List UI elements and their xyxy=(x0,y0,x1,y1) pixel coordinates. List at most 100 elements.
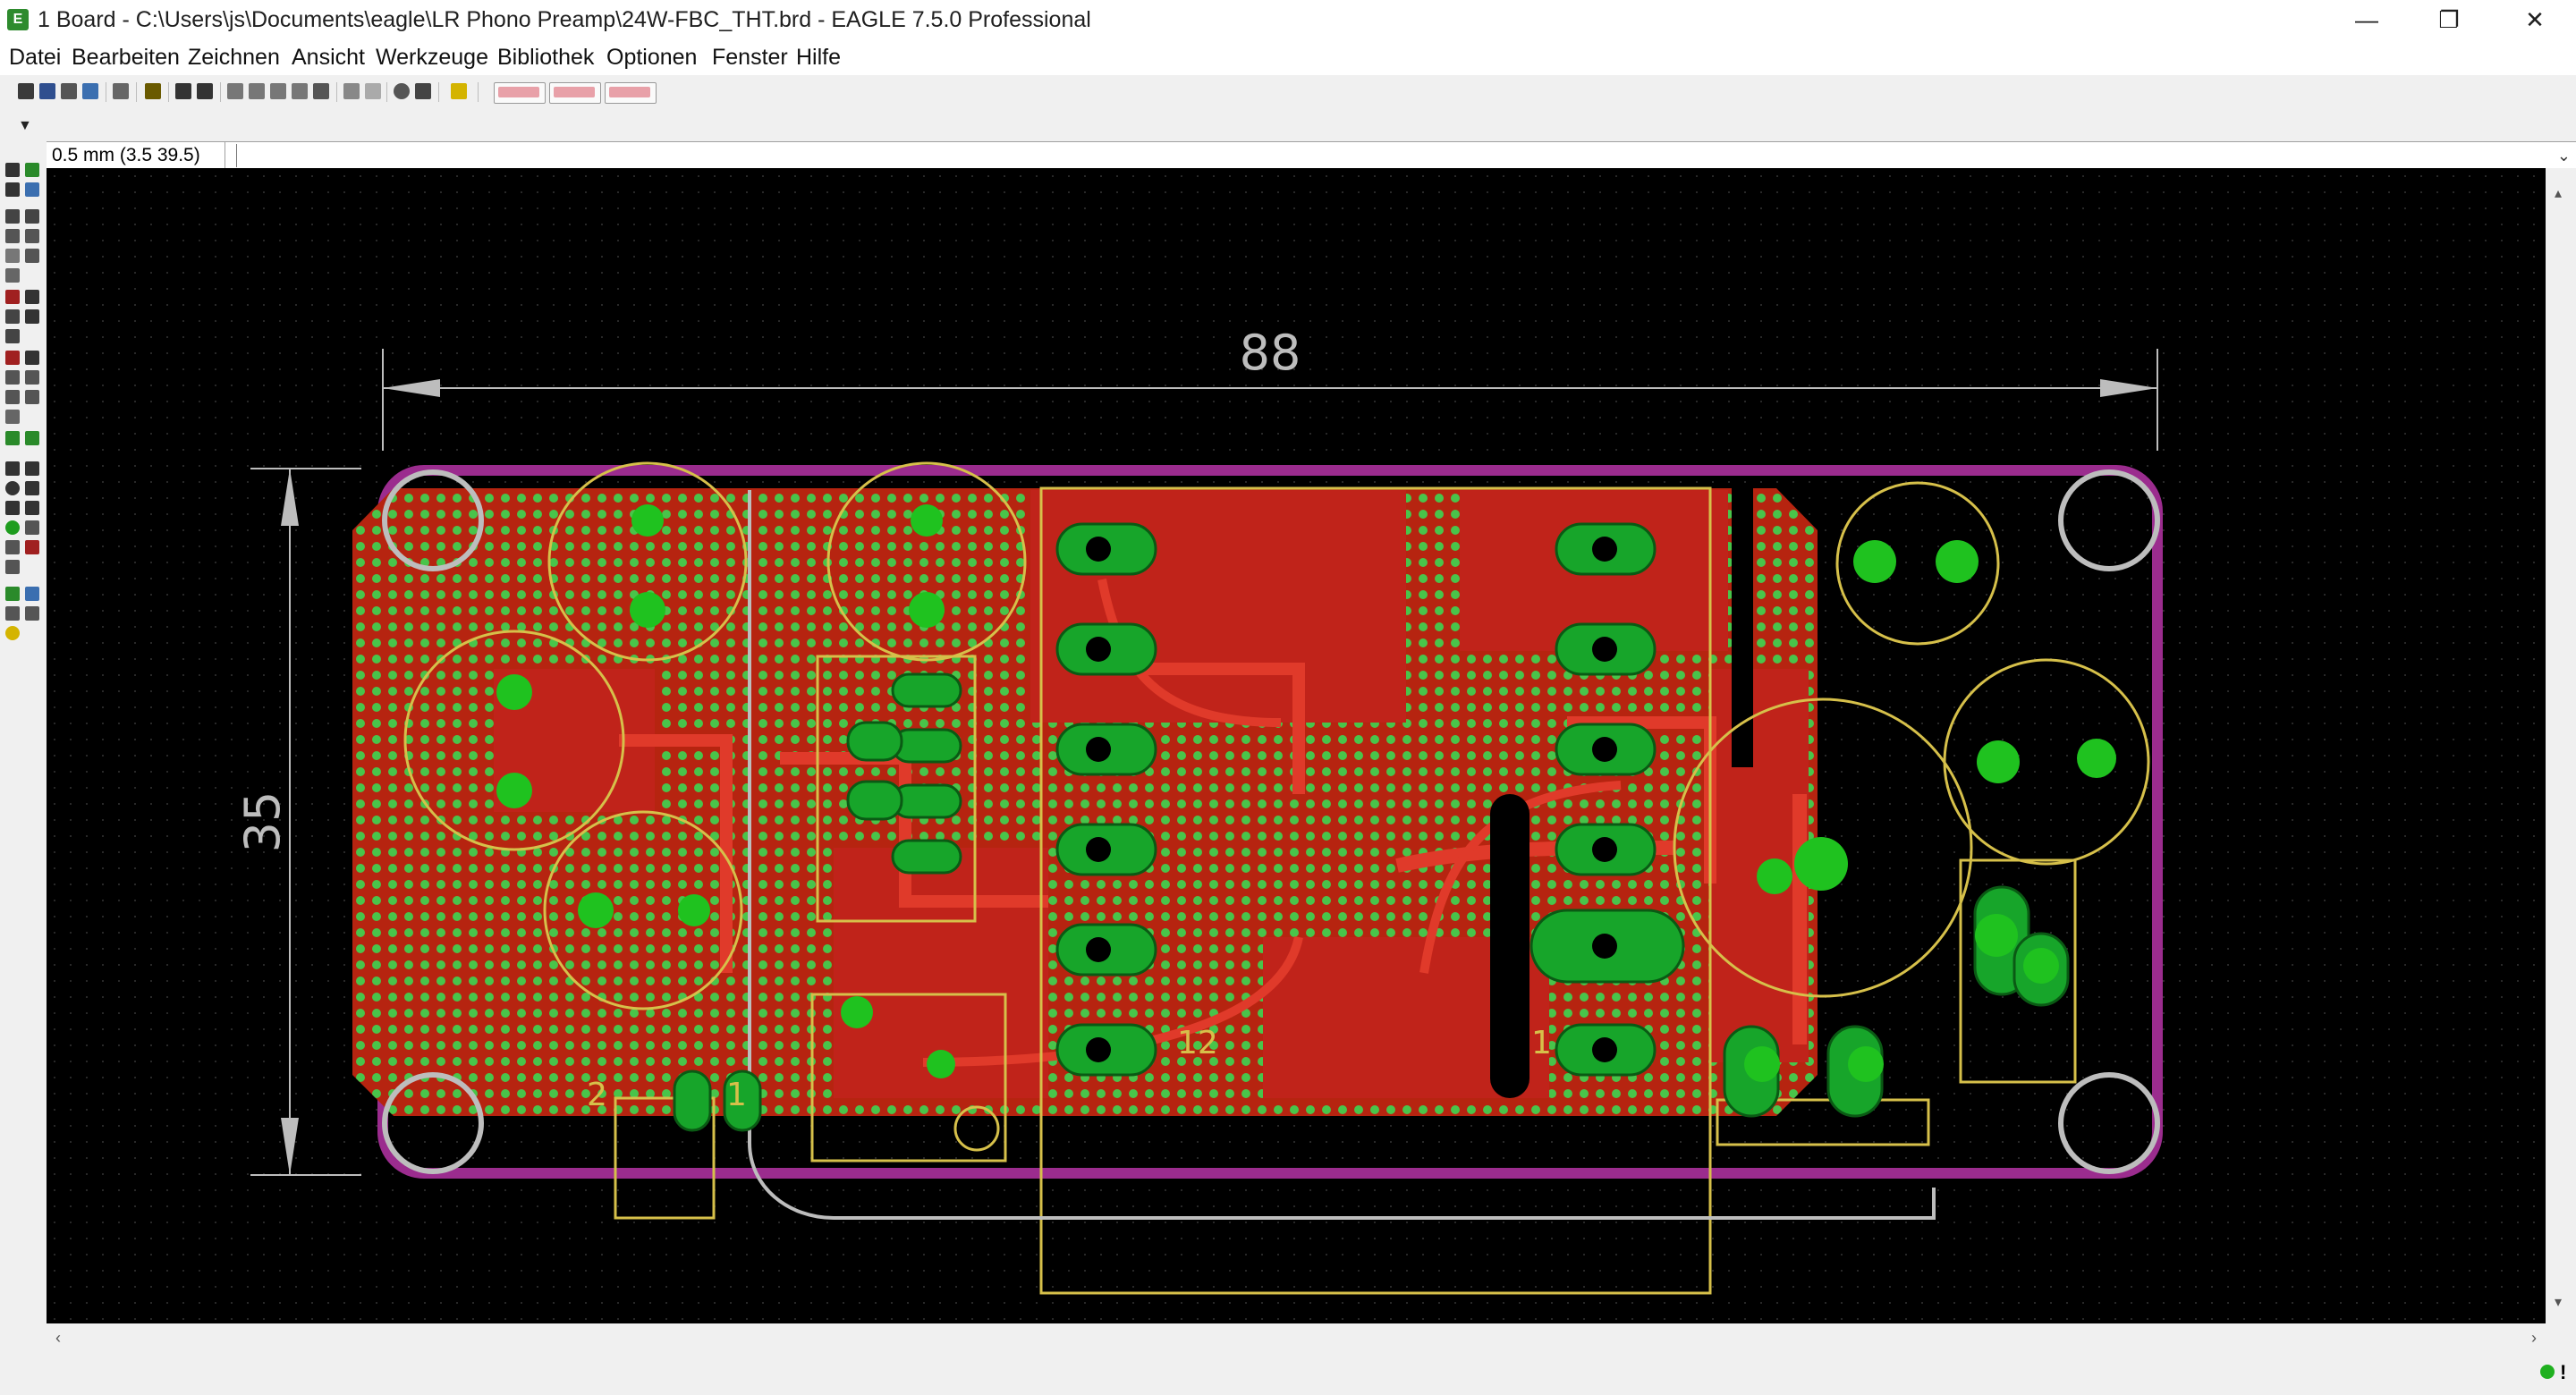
vertical-scrollbar[interactable]: ▴ ▾ xyxy=(2546,168,2576,1323)
mark-icon[interactable] xyxy=(25,182,39,197)
drc-icon[interactable] xyxy=(5,606,20,621)
pads xyxy=(496,504,2116,1132)
split-icon[interactable] xyxy=(5,370,20,385)
zoom-redraw-icon[interactable] xyxy=(292,83,308,99)
status-warning-icon[interactable]: ! xyxy=(2560,1361,2567,1383)
board-canvas[interactable]: 88 35 xyxy=(47,168,2546,1323)
circle-icon[interactable] xyxy=(5,481,20,495)
ripup-icon[interactable] xyxy=(5,431,20,445)
add-icon[interactable] xyxy=(25,290,39,304)
scroll-left-icon[interactable]: ‹ xyxy=(55,1329,61,1347)
height-dimension-label: 35 xyxy=(234,791,291,853)
scroll-right-icon[interactable]: › xyxy=(2531,1329,2537,1347)
menu-optionen[interactable]: Optionen xyxy=(606,45,698,70)
zoom-in-icon[interactable] xyxy=(249,83,265,99)
chevron-down-icon[interactable]: ⌄ xyxy=(2556,147,2571,165)
grid-icon[interactable] xyxy=(25,587,39,601)
paste-icon[interactable] xyxy=(5,268,20,283)
main-toolbar xyxy=(0,75,2576,110)
menu-datei[interactable]: Datei xyxy=(9,45,62,70)
run-ulp-icon[interactable] xyxy=(145,83,161,99)
arc-icon[interactable] xyxy=(25,481,39,495)
attribute-icon[interactable] xyxy=(25,540,39,554)
rect-icon[interactable] xyxy=(5,501,20,515)
zoom-select-icon[interactable] xyxy=(313,83,329,99)
move-icon[interactable] xyxy=(5,209,20,224)
menu-zeichnen[interactable]: Zeichnen xyxy=(188,45,280,70)
zoom-fit-icon[interactable] xyxy=(227,83,243,99)
wire-icon[interactable] xyxy=(5,461,20,476)
pcb-layout: 88 35 xyxy=(234,325,2163,1295)
menu-hilfe[interactable]: Hilfe xyxy=(796,45,842,70)
help-icon[interactable] xyxy=(451,83,467,99)
cam-icon[interactable] xyxy=(82,83,98,99)
eagle-app-icon: E xyxy=(7,9,29,30)
minimize-button[interactable]: — xyxy=(2355,6,2378,33)
save-icon[interactable] xyxy=(39,83,55,99)
copper-pour xyxy=(352,488,1818,1116)
show-icon[interactable] xyxy=(25,163,39,177)
menu-fenster[interactable]: Fenster xyxy=(712,45,788,70)
miter-icon[interactable] xyxy=(25,370,39,385)
script-icon[interactable] xyxy=(113,83,129,99)
warning-icon[interactable] xyxy=(5,626,20,640)
display-icon[interactable] xyxy=(5,182,20,197)
open-icon[interactable] xyxy=(18,83,34,99)
value-icon[interactable] xyxy=(25,351,39,365)
info-icon[interactable] xyxy=(5,163,20,177)
board-icon[interactable] xyxy=(175,83,191,99)
meander-icon[interactable] xyxy=(25,390,39,404)
zoom-out-icon[interactable] xyxy=(270,83,286,99)
text-icon[interactable] xyxy=(25,461,39,476)
header-label-1: 1 xyxy=(1531,1025,1552,1061)
name-icon[interactable] xyxy=(25,309,39,324)
ratsnest-icon[interactable] xyxy=(5,587,20,601)
coordinate-readout: 0.5 mm (3.5 39.5) xyxy=(47,142,225,169)
scroll-up-icon[interactable]: ▴ xyxy=(2555,186,2563,201)
menu-werkzeuge[interactable]: Werkzeuge xyxy=(376,45,488,70)
errors-icon[interactable] xyxy=(25,606,39,621)
silkscreen xyxy=(403,461,2150,1295)
pcb-quote-icon[interactable] xyxy=(549,82,601,104)
dimension-icon[interactable] xyxy=(5,560,20,574)
menu-bibliothek[interactable]: Bibliothek xyxy=(497,45,595,70)
print-icon[interactable] xyxy=(61,83,77,99)
lock-icon[interactable] xyxy=(5,329,20,343)
via-icon[interactable] xyxy=(5,520,20,535)
maximize-button[interactable]: ❐ xyxy=(2438,6,2460,33)
change-icon[interactable] xyxy=(25,249,39,263)
group-icon[interactable] xyxy=(5,249,20,263)
optimize-icon[interactable] xyxy=(5,390,20,404)
menu-bearbeiten[interactable]: Bearbeiten xyxy=(72,45,180,70)
command-input[interactable] xyxy=(236,144,2548,167)
polygon-icon[interactable] xyxy=(25,501,39,515)
redo-icon[interactable] xyxy=(365,83,381,99)
copy-icon[interactable] xyxy=(25,209,39,224)
rotate-icon[interactable] xyxy=(25,229,39,243)
hole-icon[interactable] xyxy=(5,540,20,554)
go-icon[interactable] xyxy=(415,83,431,99)
delete-icon[interactable] xyxy=(5,290,20,304)
autorouter-icon[interactable] xyxy=(25,431,39,445)
menu-ansicht[interactable]: Ansicht xyxy=(292,45,365,70)
header-label-12: 12 xyxy=(1177,1025,1218,1061)
replace-icon[interactable] xyxy=(5,309,20,324)
design-link-icon[interactable] xyxy=(494,82,546,104)
close-button[interactable]: ✕ xyxy=(2525,6,2545,33)
chevron-down-icon[interactable]: ▼ xyxy=(18,118,32,133)
tool-palette xyxy=(0,157,47,1320)
se-to-3d-icon[interactable] xyxy=(605,82,657,104)
scroll-down-icon[interactable]: ▾ xyxy=(2555,1295,2563,1310)
parameter-toolbar: ▼ xyxy=(0,109,2576,141)
horizontal-scrollbar[interactable]: ‹ › xyxy=(47,1323,2546,1354)
status-bar: ! xyxy=(0,1354,2576,1395)
signal-icon[interactable] xyxy=(25,520,39,535)
undo-icon[interactable] xyxy=(343,83,360,99)
stop-icon[interactable] xyxy=(394,83,410,99)
width-dimension-label: 88 xyxy=(1240,325,1301,381)
route-icon[interactable] xyxy=(5,410,20,424)
mirror-icon[interactable] xyxy=(5,229,20,243)
smash-icon[interactable] xyxy=(5,351,20,365)
schematic-icon[interactable] xyxy=(197,83,213,99)
connector-label-1: 1 xyxy=(726,1077,747,1113)
